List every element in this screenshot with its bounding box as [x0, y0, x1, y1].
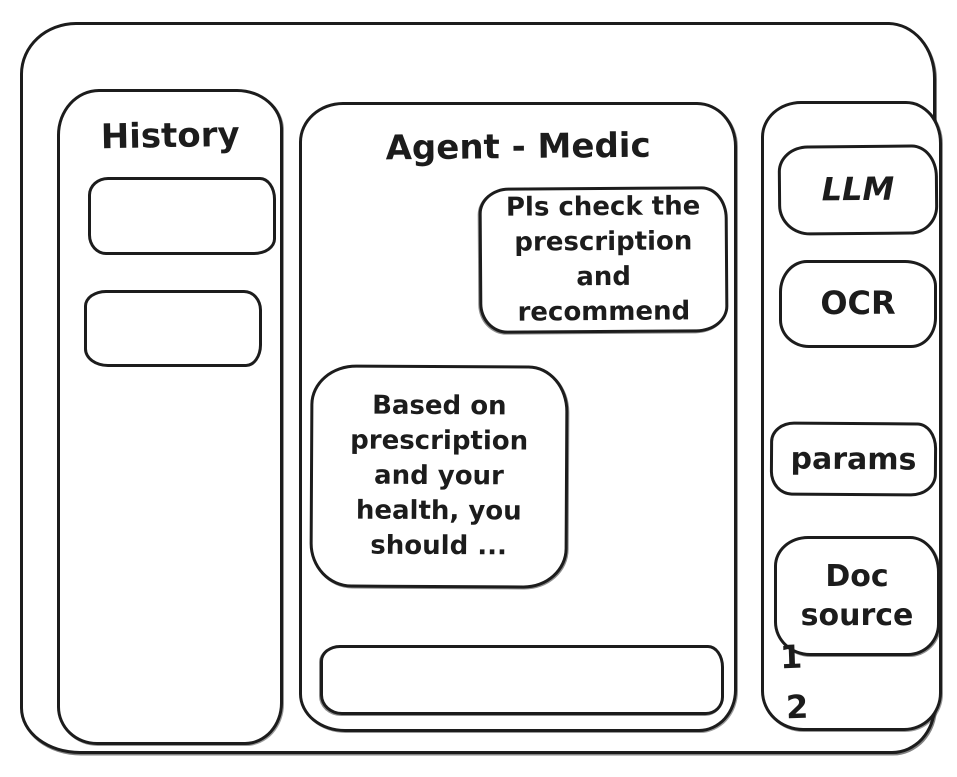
chat-title: Agent - Medic	[385, 125, 651, 169]
history-panel: History	[57, 89, 283, 745]
message-input[interactable]	[320, 645, 724, 715]
doc-source-button[interactable]: Doc source	[774, 536, 940, 656]
user-message-bubble: Pls check the prescription and recommend	[478, 186, 729, 334]
params-button[interactable]: params	[769, 421, 938, 497]
assistant-message-text: Based on prescription and your health, y…	[350, 390, 529, 562]
user-message-text: Pls check the prescription and recommend	[505, 191, 701, 328]
chat-panel: Agent - Medic Pls check the prescription…	[299, 102, 737, 732]
history-item[interactable]	[84, 290, 262, 367]
assistant-message-bubble: Based on prescription and your health, y…	[309, 364, 569, 589]
history-item[interactable]	[88, 177, 276, 255]
doc-source-item[interactable]: 1	[779, 637, 803, 677]
ocr-button[interactable]: OCR	[779, 260, 937, 348]
history-title: History	[100, 114, 240, 158]
app-window: History Agent - Medic Pls check the pres…	[20, 22, 942, 754]
llm-button[interactable]: LLM	[777, 144, 939, 236]
tools-panel: LLM OCR params Doc source 1 2	[761, 101, 942, 731]
doc-source-item[interactable]: 2	[785, 687, 809, 727]
